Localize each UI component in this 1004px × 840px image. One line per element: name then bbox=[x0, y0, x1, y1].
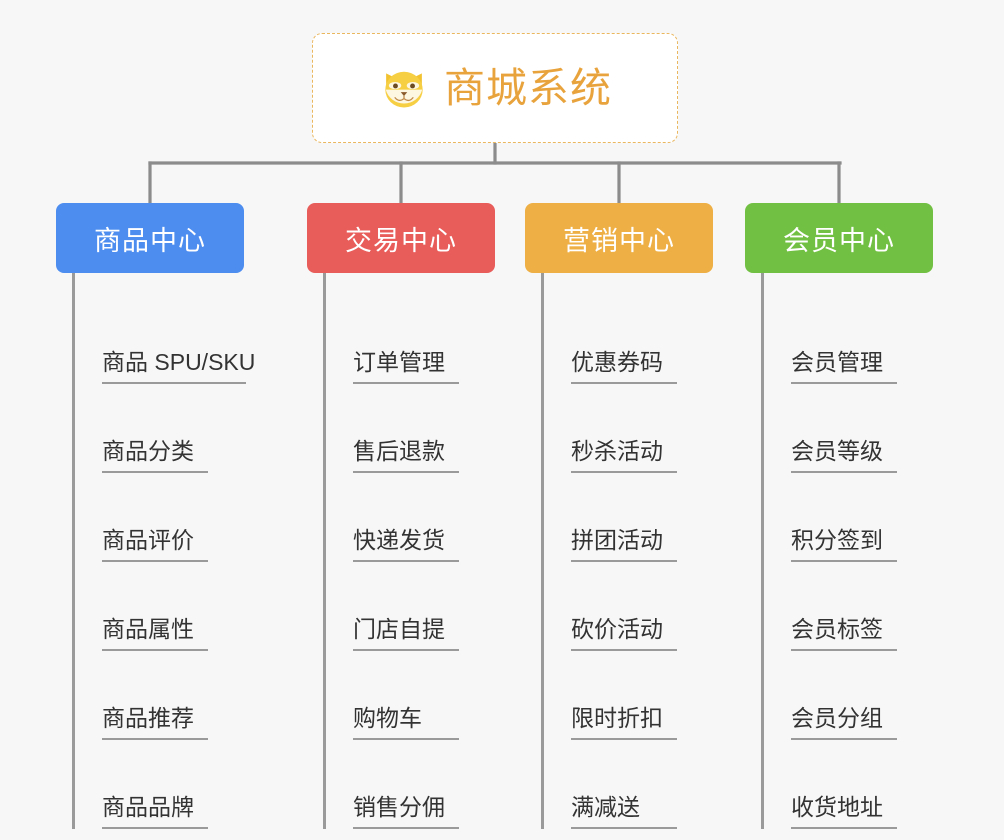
branch-header-0[interactable]: 商品中心 bbox=[56, 203, 244, 273]
leaf-item[interactable]: 商品 SPU/SKU bbox=[56, 295, 256, 384]
leaf-label: 拼团活动 bbox=[571, 526, 663, 553]
leaf-item[interactable]: 销售分佣 bbox=[307, 740, 497, 829]
leaf-label: 销售分佣 bbox=[353, 793, 445, 820]
leaf-item[interactable]: 限时折扣 bbox=[525, 651, 715, 740]
leaf-item[interactable]: 收货地址 bbox=[745, 740, 935, 829]
leaf-label: 优惠券码 bbox=[571, 348, 663, 375]
branch-header-label-0: 商品中心 bbox=[94, 225, 206, 256]
leaf-label: 满减送 bbox=[571, 793, 640, 820]
leaf-label: 会员标签 bbox=[791, 615, 883, 642]
branch-column-3: 会员中心 会员管理 会员等级 积分签到 会员标签 会员分组 收货地址 bbox=[745, 203, 935, 829]
shiba-dog-face-icon bbox=[385, 71, 423, 108]
branch-header-2[interactable]: 营销中心 bbox=[525, 203, 713, 273]
leaf-item[interactable]: 会员标签 bbox=[745, 562, 935, 651]
leaf-label: 快递发货 bbox=[353, 526, 445, 553]
leaf-label: 限时折扣 bbox=[571, 704, 663, 731]
leaf-item[interactable]: 满减送 bbox=[525, 740, 715, 829]
branch-spine-0 bbox=[72, 273, 75, 829]
branch-header-label-3: 会员中心 bbox=[783, 225, 895, 256]
leaf-label: 积分签到 bbox=[791, 526, 883, 553]
leaf-label: 商品品牌 bbox=[102, 793, 194, 820]
leaf-item[interactable]: 积分签到 bbox=[745, 473, 935, 562]
leaf-item[interactable]: 商品品牌 bbox=[56, 740, 246, 829]
leaf-label: 订单管理 bbox=[353, 348, 445, 375]
leaf-item[interactable]: 商品评价 bbox=[56, 473, 246, 562]
branch-header-label-2: 营销中心 bbox=[563, 225, 675, 256]
leaf-item[interactable]: 会员分组 bbox=[745, 651, 935, 740]
leaf-list-0: 商品 SPU/SKU 商品分类 商品评价 商品属性 商品推荐 商品品牌 bbox=[56, 273, 256, 829]
branch-column-1: 交易中心 订单管理 售后退款 快递发货 门店自提 购物车 销售分佣 bbox=[307, 203, 497, 829]
leaf-item[interactable]: 会员等级 bbox=[745, 384, 935, 473]
leaf-item[interactable]: 秒杀活动 bbox=[525, 384, 715, 473]
leaf-label: 购物车 bbox=[353, 704, 422, 731]
leaf-label: 商品属性 bbox=[102, 615, 194, 642]
leaf-label: 收货地址 bbox=[791, 793, 883, 820]
leaf-label: 砍价活动 bbox=[571, 615, 663, 642]
branch-header-label-1: 交易中心 bbox=[345, 225, 457, 256]
leaf-label: 商品评价 bbox=[102, 526, 194, 553]
leaf-item[interactable]: 优惠券码 bbox=[525, 295, 715, 384]
leaf-item[interactable]: 快递发货 bbox=[307, 473, 497, 562]
leaf-label: 会员等级 bbox=[791, 437, 883, 464]
leaf-item[interactable]: 售后退款 bbox=[307, 384, 497, 473]
leaf-label: 门店自提 bbox=[353, 615, 445, 642]
leaf-item[interactable]: 商品推荐 bbox=[56, 651, 246, 740]
leaf-item[interactable]: 商品属性 bbox=[56, 562, 246, 651]
branch-header-1[interactable]: 交易中心 bbox=[307, 203, 495, 273]
leaf-item[interactable]: 拼团活动 bbox=[525, 473, 715, 562]
branch-spine-3 bbox=[761, 273, 764, 829]
leaf-item[interactable]: 商品分类 bbox=[56, 384, 246, 473]
branch-column-0: 商品中心 商品 SPU/SKU 商品分类 商品评价 商品属性 商品推荐 商品品牌 bbox=[56, 203, 256, 829]
leaf-label: 会员管理 bbox=[791, 348, 883, 375]
leaf-list-1: 订单管理 售后退款 快递发货 门店自提 购物车 销售分佣 bbox=[307, 273, 497, 829]
root-node[interactable]: 商城系统 bbox=[312, 33, 678, 143]
leaf-label: 会员分组 bbox=[791, 704, 883, 731]
leaf-item[interactable]: 购物车 bbox=[307, 651, 497, 740]
branch-spine-2 bbox=[541, 273, 544, 829]
leaf-label: 秒杀活动 bbox=[571, 437, 663, 464]
leaf-label: 商品 SPU/SKU bbox=[102, 348, 256, 375]
leaf-item[interactable]: 会员管理 bbox=[745, 295, 935, 384]
leaf-label: 商品推荐 bbox=[102, 704, 194, 731]
leaf-label: 商品分类 bbox=[102, 437, 194, 464]
leaf-list-3: 会员管理 会员等级 积分签到 会员标签 会员分组 收货地址 bbox=[745, 273, 935, 829]
leaf-item[interactable]: 门店自提 bbox=[307, 562, 497, 651]
branch-spine-1 bbox=[323, 273, 326, 829]
root-title: 商城系统 bbox=[444, 64, 612, 111]
branch-header-3[interactable]: 会员中心 bbox=[745, 203, 933, 273]
leaf-label: 售后退款 bbox=[353, 437, 445, 464]
leaf-list-2: 优惠券码 秒杀活动 拼团活动 砍价活动 限时折扣 满减送 bbox=[525, 273, 715, 829]
leaf-item[interactable]: 砍价活动 bbox=[525, 562, 715, 651]
branch-column-2: 营销中心 优惠券码 秒杀活动 拼团活动 砍价活动 限时折扣 满减送 bbox=[525, 203, 715, 829]
leaf-item[interactable]: 订单管理 bbox=[307, 295, 497, 384]
